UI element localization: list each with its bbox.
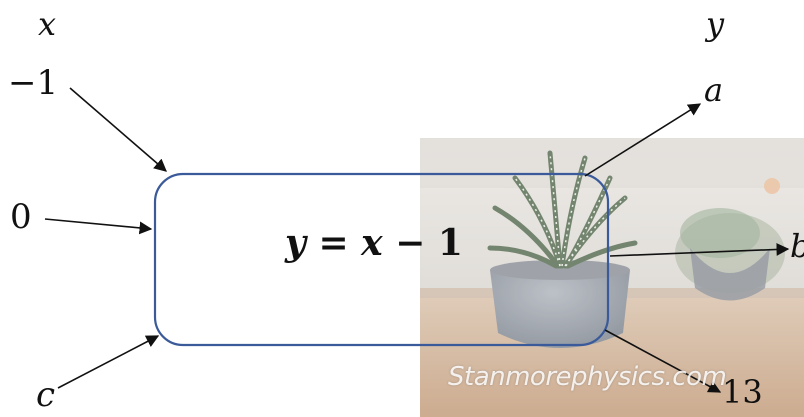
arrow-output-b bbox=[609, 243, 790, 257]
function-equation: y = x − 1 bbox=[285, 222, 463, 264]
input-value-0: 0 bbox=[10, 197, 32, 237]
arrow-input-c bbox=[57, 335, 160, 389]
arrow-input-0 bbox=[44, 218, 153, 235]
input-header: x bbox=[38, 5, 57, 43]
function-box bbox=[153, 172, 610, 347]
arrow-output-13 bbox=[604, 329, 722, 393]
arrow-output-a bbox=[584, 103, 702, 177]
watermark-text: Stanmorephysics.com bbox=[448, 362, 727, 392]
input-value-c: c bbox=[36, 375, 56, 415]
arrow-input-neg1 bbox=[69, 87, 167, 172]
plant-photo bbox=[420, 138, 804, 417]
output-value-13: 13 bbox=[722, 373, 763, 411]
equation-variable: x bbox=[361, 222, 383, 264]
equation-lhs: y bbox=[285, 222, 306, 264]
equation-rest: − 1 bbox=[382, 222, 463, 264]
equation-equals: = bbox=[305, 222, 362, 264]
output-header: y bbox=[706, 5, 725, 43]
input-value-neg1: −1 bbox=[8, 63, 59, 103]
output-value-a: a bbox=[704, 71, 724, 109]
output-value-b: b bbox=[790, 230, 804, 262]
